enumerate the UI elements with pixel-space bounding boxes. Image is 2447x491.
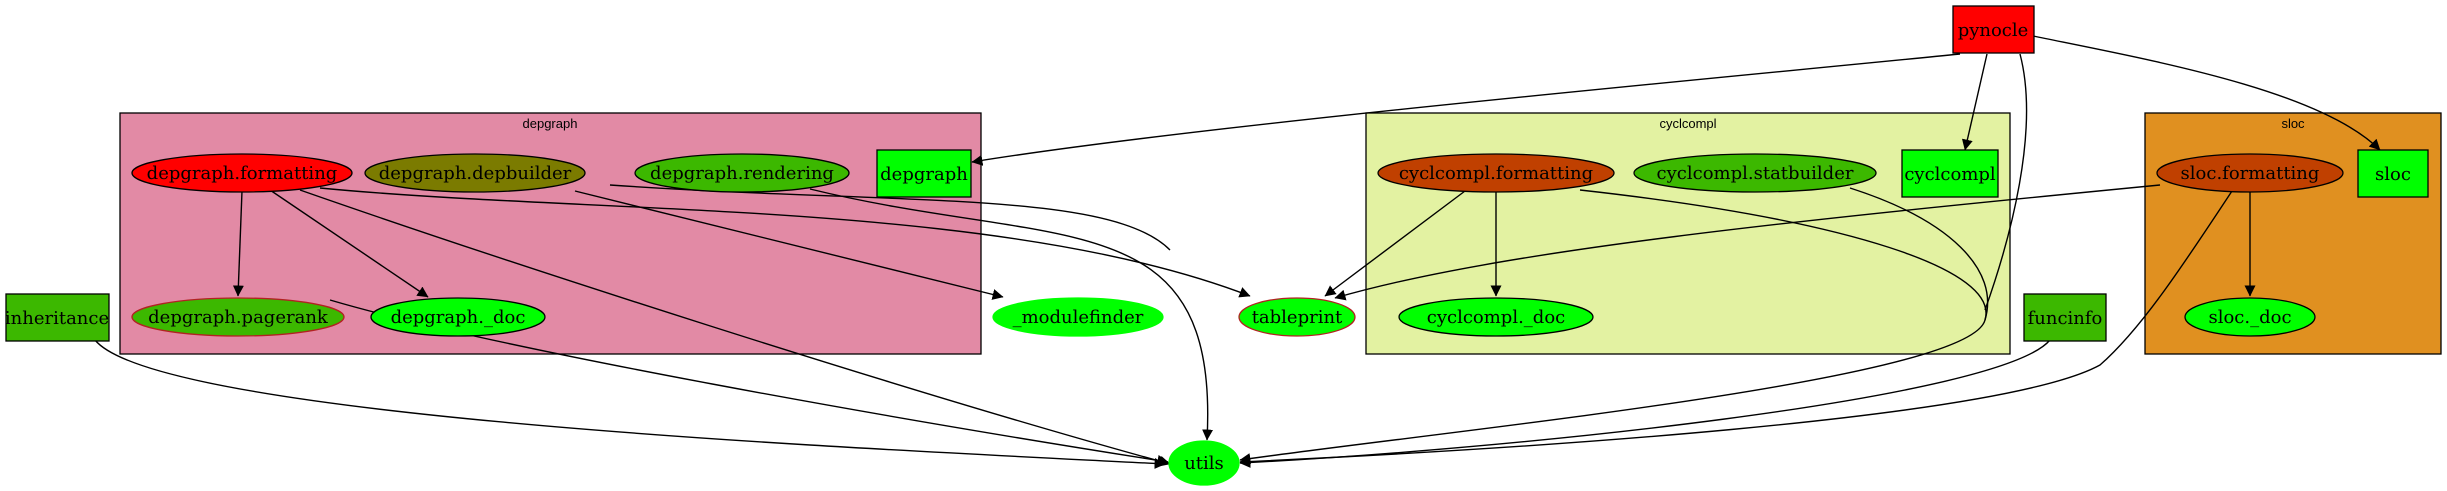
edge-depgraph-formatting-doc: [269, 189, 429, 298]
node-depgraph-pagerank-shape: [131, 297, 345, 337]
edge-pynocle-utils: [1984, 53, 2028, 311]
node-inheritance-label: inheritance: [5, 308, 109, 329]
edge-pynocle-depgraph: [971, 53, 1961, 166]
node-cyclcompl-formatting-label: cyclcompl.formatting: [1399, 163, 1593, 184]
cluster-sloc-label: sloc: [2281, 116, 2305, 131]
edge-sloc-formatting-tableprint: [1334, 184, 2161, 301]
node-modulefinder[interactable]: _modulefinder: [992, 297, 1164, 337]
node-sloc[interactable]: sloc: [2357, 149, 2429, 198]
edge-funcinfo-utils: [1239, 339, 2051, 468]
node-depgraph-depbuilder-label: depgraph.depbuilder: [379, 163, 572, 184]
node-sloc-label: sloc: [2375, 164, 2411, 185]
edge-depbuilder-modulefinder: [574, 190, 1004, 300]
node-depgraph-formatting-shape: [131, 153, 353, 193]
node-modulefinder-shape: [992, 297, 1164, 337]
node-sloc-doc-label: sloc._doc: [2208, 307, 2291, 328]
node-depgraph-depbuilder[interactable]: depgraph.depbuilder: [364, 153, 586, 193]
node-cyclcompl-doc-label: cyclcompl._doc: [1427, 307, 1566, 328]
node-depgraph-formatting-label: depgraph.formatting: [147, 163, 338, 184]
node-inheritance[interactable]: inheritance: [5, 293, 110, 342]
node-depgraph-rendering-label: depgraph.rendering: [650, 163, 834, 184]
node-depgraph-rendering-shape: [634, 153, 850, 193]
node-pynocle[interactable]: pynocle: [1952, 5, 2035, 54]
node-depgraph-rendering[interactable]: depgraph.rendering: [634, 153, 850, 193]
node-tableprint-label: tableprint: [1252, 307, 1343, 328]
nodes: pynocle depgraph depgraph.formatting dep…: [5, 5, 2429, 486]
edge-pynocle-cyclcompl: [1961, 53, 1988, 151]
node-cyclcompl-doc-shape: [1398, 297, 1594, 337]
node-sloc-doc[interactable]: sloc._doc: [2184, 297, 2316, 337]
node-cyclcompl-statbuilder-label: cyclcompl.statbuilder: [1657, 163, 1854, 184]
node-utils[interactable]: utils: [1168, 440, 1240, 486]
node-sloc-shape: [2357, 149, 2429, 198]
node-pynocle-label: pynocle: [1958, 20, 2029, 41]
node-depgraph[interactable]: depgraph: [876, 149, 972, 198]
cluster-depgraph-label: depgraph: [523, 116, 578, 131]
edge-depgraph-formatting-utils: [299, 189, 1171, 467]
node-depgraph-label: depgraph: [880, 164, 968, 185]
node-depgraph-pagerank-label: depgraph.pagerank: [148, 307, 329, 328]
node-funcinfo-shape: [2023, 293, 2107, 342]
edge-inheritance-utils: [94, 339, 1166, 469]
edge-sloc-formatting-utils: [1239, 190, 2233, 468]
edge-depgraph-formatting-tableprint: [319, 187, 1251, 298]
node-pynocle-shape: [1952, 5, 2035, 54]
node-funcinfo[interactable]: funcinfo: [2023, 293, 2107, 342]
node-depgraph-depbuilder-shape: [364, 153, 586, 193]
edges: [94, 35, 2381, 469]
edge-cyclcompl-formatting-utils: [1239, 189, 1987, 464]
node-depgraph-shape: [876, 149, 972, 198]
node-sloc-formatting-shape: [2156, 153, 2344, 193]
node-funcinfo-label: funcinfo: [2028, 308, 2103, 329]
node-cyclcompl-statbuilder-shape: [1633, 153, 1877, 193]
node-depgraph-pagerank[interactable]: depgraph.pagerank: [131, 297, 345, 337]
edge-statbuilder-utils: [1849, 187, 1989, 321]
node-cyclcompl-statbuilder[interactable]: cyclcompl.statbuilder: [1633, 153, 1877, 193]
cluster-cyclcompl-label: cyclcompl: [1659, 116, 1716, 131]
node-tableprint[interactable]: tableprint: [1238, 297, 1356, 337]
edge-pynocle-sloc: [2032, 35, 2381, 151]
node-depgraph-formatting[interactable]: depgraph.formatting: [131, 153, 353, 193]
edge-cyclcompl-formatting-tableprint: [1324, 190, 1466, 297]
node-utils-shape: [1168, 440, 1240, 486]
node-cyclcompl-label: cyclcompl: [1904, 164, 1996, 185]
node-modulefinder-label: _modulefinder: [1013, 307, 1144, 328]
node-sloc-doc-shape: [2184, 297, 2316, 337]
node-depgraph-doc-label: depgraph._doc: [391, 307, 526, 328]
node-depgraph-doc-shape: [370, 297, 546, 337]
node-tableprint-shape: [1238, 297, 1356, 337]
node-cyclcompl-shape: [1901, 149, 1999, 198]
node-cyclcompl-doc[interactable]: cyclcompl._doc: [1398, 297, 1594, 337]
node-depgraph-doc[interactable]: depgraph._doc: [370, 297, 546, 337]
node-sloc-formatting-label: sloc.formatting: [2181, 163, 2320, 184]
node-cyclcompl[interactable]: cyclcompl: [1901, 149, 1999, 198]
edge-depgraph-formatting-pagerank: [232, 190, 244, 297]
edge-rendering-utils: [809, 188, 1214, 441]
node-utils-label: utils: [1184, 453, 1224, 474]
node-cyclcompl-formatting-shape: [1377, 153, 1615, 193]
node-sloc-formatting[interactable]: sloc.formatting: [2156, 153, 2344, 193]
node-cyclcompl-formatting[interactable]: cyclcompl.formatting: [1377, 153, 1615, 193]
node-inheritance-shape: [5, 293, 110, 342]
